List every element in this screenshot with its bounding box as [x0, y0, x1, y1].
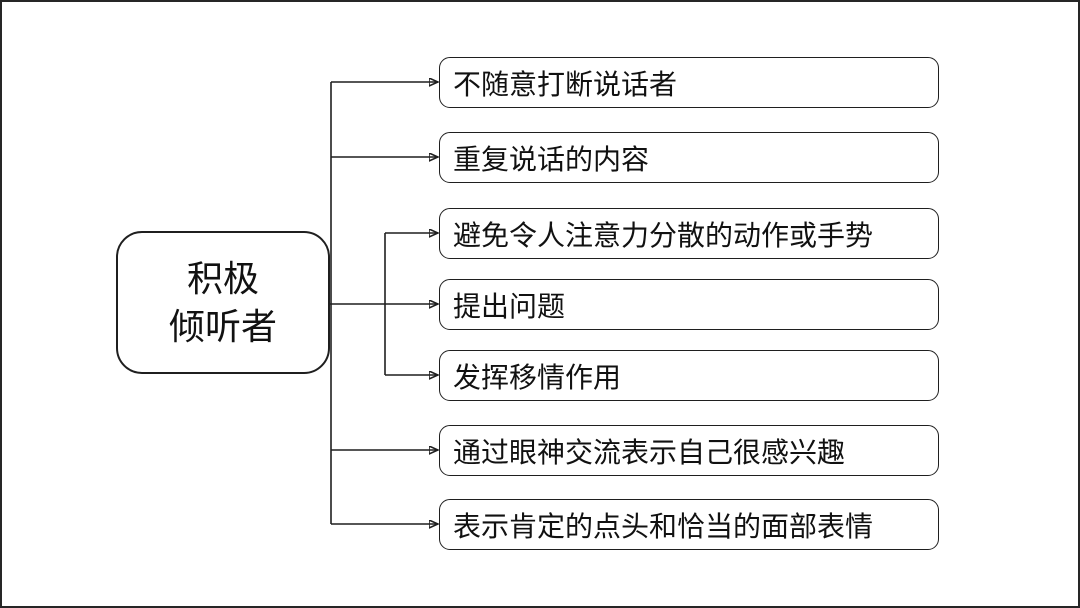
branch-box-3: 避免令人注意力分散的动作或手势: [439, 208, 939, 259]
root-node: 积极 倾听者: [116, 231, 330, 374]
root-node-label: 积极 倾听者: [168, 257, 277, 347]
branch-label: 通过眼神交流表示自己很感兴趣: [453, 436, 846, 468]
branch-box-7: 表示肯定的点头和恰当的面部表情: [439, 499, 939, 550]
branch-box-4: 提出问题: [439, 279, 939, 330]
branch-label: 不随意打断说话者: [453, 68, 678, 100]
branch-label: 表示肯定的点头和恰当的面部表情: [453, 510, 874, 542]
branch-box-5: 发挥移情作用: [439, 350, 939, 401]
branch-box-2: 重复说话的内容: [439, 132, 939, 183]
branch-box-1: 不随意打断说话者: [439, 57, 939, 108]
branch-box-6: 通过眼神交流表示自己很感兴趣: [439, 425, 939, 476]
branch-label: 发挥移情作用: [453, 361, 622, 393]
branch-label: 重复说话的内容: [453, 143, 650, 175]
branch-label: 避免令人注意力分散的动作或手势: [453, 219, 874, 251]
branch-label: 提出问题: [453, 290, 566, 322]
